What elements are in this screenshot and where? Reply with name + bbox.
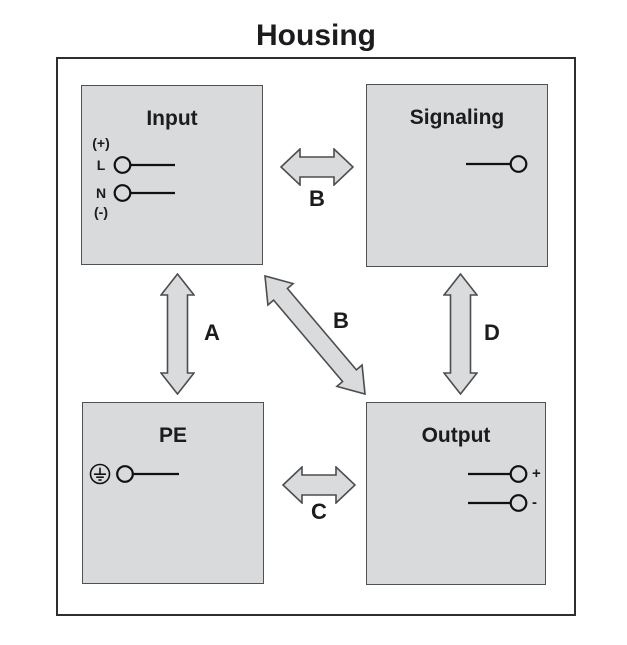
terminal-circle-line-icon bbox=[113, 184, 175, 202]
input-terminal-l-label: L bbox=[96, 157, 106, 173]
block-signaling: Signaling bbox=[366, 84, 548, 267]
earth-terminal-icon bbox=[89, 463, 179, 485]
terminal-circle-line-icon bbox=[113, 156, 175, 174]
arrow-a-label: A bbox=[204, 320, 220, 345]
terminal-line-circle-icon bbox=[466, 155, 528, 173]
block-pe-label: PE bbox=[158, 424, 187, 447]
input-terminal-l-row: L bbox=[90, 154, 176, 176]
input-terminal-plus-row: (+) bbox=[90, 132, 112, 154]
arrow-b-horizontal-label: B bbox=[309, 186, 325, 211]
input-terminal-plus-label: (+) bbox=[92, 135, 110, 151]
block-output-label: Output bbox=[421, 424, 491, 447]
input-terminal-n-row: N bbox=[90, 182, 176, 204]
output-terminal-minus-row: - bbox=[468, 492, 537, 514]
arrow-b-diagonal-label: B bbox=[333, 308, 349, 333]
arrow-b-input-output-diagonal bbox=[264, 274, 366, 396]
arrow-c-pe-output bbox=[282, 466, 356, 504]
arrow-c-label: C bbox=[311, 499, 327, 524]
input-terminal-minus-label: (-) bbox=[94, 204, 108, 220]
arrow-d-label: D bbox=[484, 320, 500, 345]
output-terminal-plus-label: + bbox=[532, 465, 541, 482]
arrow-d-signaling-output bbox=[443, 273, 478, 395]
terminal-line-circle-icon bbox=[468, 465, 528, 483]
output-terminal-plus-row: + bbox=[468, 463, 541, 485]
input-terminal-minus-row: (-) bbox=[90, 201, 112, 223]
block-output: Output + - bbox=[366, 402, 546, 585]
output-terminal-minus-label: - bbox=[532, 494, 537, 511]
figure-title: Housing bbox=[256, 19, 376, 52]
block-input: Input (+) L N (-) bbox=[81, 85, 263, 265]
terminal-line-circle-icon bbox=[468, 494, 528, 512]
arrow-b-input-signaling bbox=[280, 148, 354, 186]
block-signaling-label: Signaling bbox=[409, 106, 505, 129]
block-input-label: Input bbox=[146, 107, 198, 130]
input-terminal-n-label: N bbox=[95, 185, 107, 201]
block-pe: PE bbox=[82, 402, 264, 584]
arrow-a-input-pe bbox=[160, 273, 195, 395]
